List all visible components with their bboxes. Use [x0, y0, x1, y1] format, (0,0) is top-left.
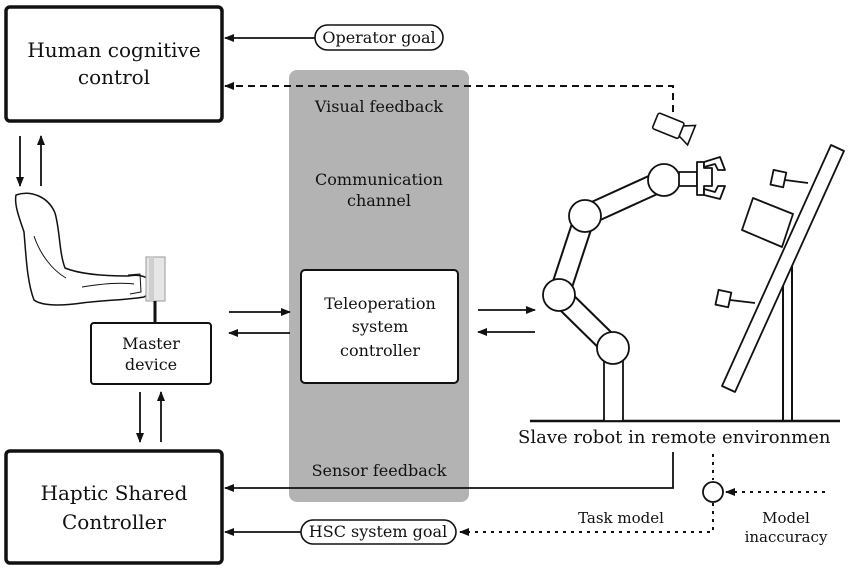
- operator-goal-label: Operator goal: [322, 28, 435, 47]
- model-inaccuracy-line2: inaccuracy: [745, 528, 828, 546]
- model-inaccuracy-line1: Model: [762, 509, 810, 527]
- channel-title-line1: Communication: [315, 170, 443, 189]
- hsc-goal-label: HSC system goal: [309, 522, 447, 541]
- teleop-line1: Teleoperation: [324, 294, 436, 313]
- master-device-line1: Master: [122, 334, 180, 353]
- human-control-line1: Human cognitive: [27, 38, 200, 62]
- haptic-controller-line1: Haptic Shared: [41, 481, 188, 505]
- sensor-feedback-label: Sensor feedback: [312, 461, 447, 480]
- gripper-icon: [678, 156, 726, 200]
- human-arm-icon: [14, 192, 152, 306]
- camera-icon: [651, 112, 697, 147]
- teleop-line3: controller: [340, 341, 420, 360]
- sensor-feedback-line: [224, 452, 674, 492]
- task-model-node: [702, 481, 724, 503]
- task-model-to-hsc-dotted-arrow: [459, 503, 714, 536]
- teleop-line2: system: [352, 317, 409, 336]
- teleoperation-controller-box: [300, 269, 459, 384]
- visual-feedback-label: Visual feedback: [314, 97, 443, 116]
- master-handle-icon: [145, 256, 166, 322]
- robot-arm-icon: [542, 163, 681, 422]
- human-cognitive-control-box: [4, 5, 224, 123]
- channel-title-line2: channel: [347, 191, 411, 210]
- workpiece-panel-icon: [714, 144, 845, 421]
- task-model-label: Task model: [578, 509, 664, 527]
- master-device-line2: device: [125, 355, 177, 374]
- slave-robot-label: Slave robot in remote environmen: [518, 427, 831, 448]
- master-device-box: [90, 322, 212, 385]
- human-control-line2: control: [78, 65, 150, 89]
- haptic-controller-line2: Controller: [62, 510, 166, 534]
- haptic-shared-controller-box: [4, 449, 224, 565]
- visual-feedback-dashed-line: [224, 82, 674, 112]
